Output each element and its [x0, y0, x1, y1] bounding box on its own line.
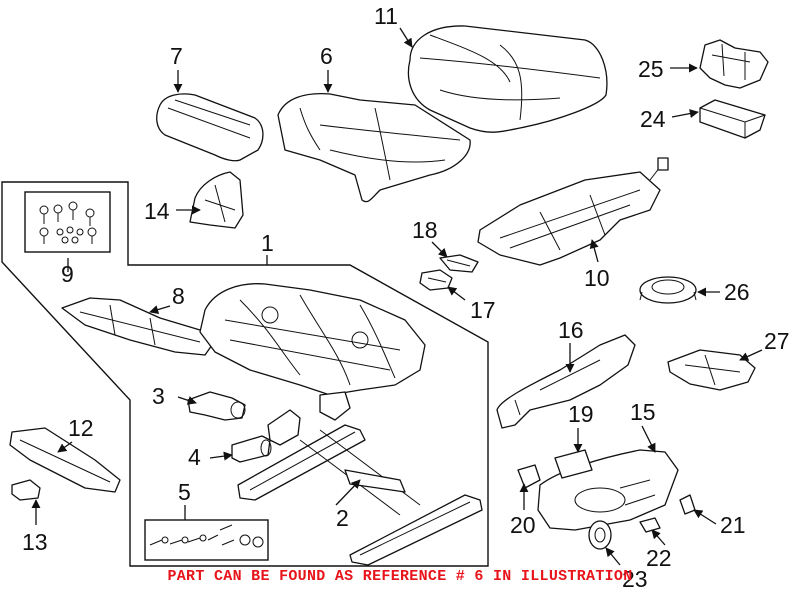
part-14-bracket[interactable]	[189, 171, 244, 229]
callout-26: 26	[724, 279, 750, 305]
part-23-knob[interactable]	[588, 520, 612, 550]
part-8-trim[interactable]	[61, 297, 213, 356]
callout-22: 22	[646, 545, 672, 571]
callout-5: 5	[178, 479, 191, 505]
part-16-side-cover[interactable]	[496, 334, 636, 429]
part-21-cap[interactable]	[679, 494, 696, 515]
callout-23: 23	[622, 566, 648, 592]
callout-13: 13	[22, 529, 48, 555]
part-7-pad[interactable]	[156, 93, 264, 162]
part-4-motor[interactable]	[231, 409, 301, 463]
callout-10: 10	[584, 265, 610, 291]
part-5-hardware-kit[interactable]	[144, 519, 269, 561]
callout-11: 11	[374, 3, 398, 29]
part-2-seat-rails[interactable]	[237, 424, 483, 566]
part-13-cap[interactable]	[11, 479, 41, 501]
callout-4: 4	[188, 444, 201, 470]
part-27-bracket[interactable]	[667, 349, 756, 391]
callout-17: 17	[470, 297, 496, 323]
callout-15: 15	[630, 399, 656, 425]
callout-24: 24	[640, 106, 666, 132]
part-26-motor[interactable]	[639, 276, 697, 304]
part-9-fastener-kit[interactable]	[24, 191, 111, 253]
part-12-trim-panel[interactable]	[9, 427, 121, 493]
part-6-cushion-pad[interactable]	[277, 92, 471, 203]
callout-18: 18	[412, 217, 438, 243]
part-22-button[interactable]	[639, 517, 661, 533]
part-10-seat-pan[interactable]	[477, 157, 669, 266]
callout-21: 21	[720, 512, 746, 538]
callout-3: 3	[152, 383, 165, 409]
callout-16: 16	[558, 317, 584, 343]
callout-12: 12	[68, 415, 94, 441]
callout-labels: 7 6 11 25 24 14 18 17 10 1 9 8 26 27 16 …	[22, 3, 790, 592]
callout-25: 25	[638, 56, 664, 82]
part-3-motor[interactable]	[187, 391, 246, 421]
part-18-clip[interactable]	[439, 254, 479, 273]
reference-notice: PART CAN BE FOUND AS REFERENCE # 6 IN IL…	[167, 568, 633, 585]
callout-14: 14	[144, 198, 170, 224]
callout-27: 27	[764, 328, 790, 354]
part-17-connector[interactable]	[419, 269, 453, 291]
callout-8: 8	[172, 283, 185, 309]
callout-7: 7	[170, 43, 183, 69]
part-24-module[interactable]	[699, 99, 766, 139]
part-11-seat-cushion[interactable]	[407, 25, 608, 133]
part-1-seat-frame[interactable]	[199, 283, 426, 421]
callout-2: 2	[336, 505, 349, 531]
callout-19: 19	[568, 401, 594, 427]
assembly-frame	[1, 181, 489, 567]
callout-9: 9	[61, 261, 74, 287]
part-20-knob[interactable]	[517, 464, 541, 489]
callout-20: 20	[510, 512, 536, 538]
part-25-bracket[interactable]	[699, 39, 769, 89]
callout-1: 1	[261, 230, 274, 256]
callout-6: 6	[320, 43, 333, 69]
leader-lines	[31, 27, 763, 566]
